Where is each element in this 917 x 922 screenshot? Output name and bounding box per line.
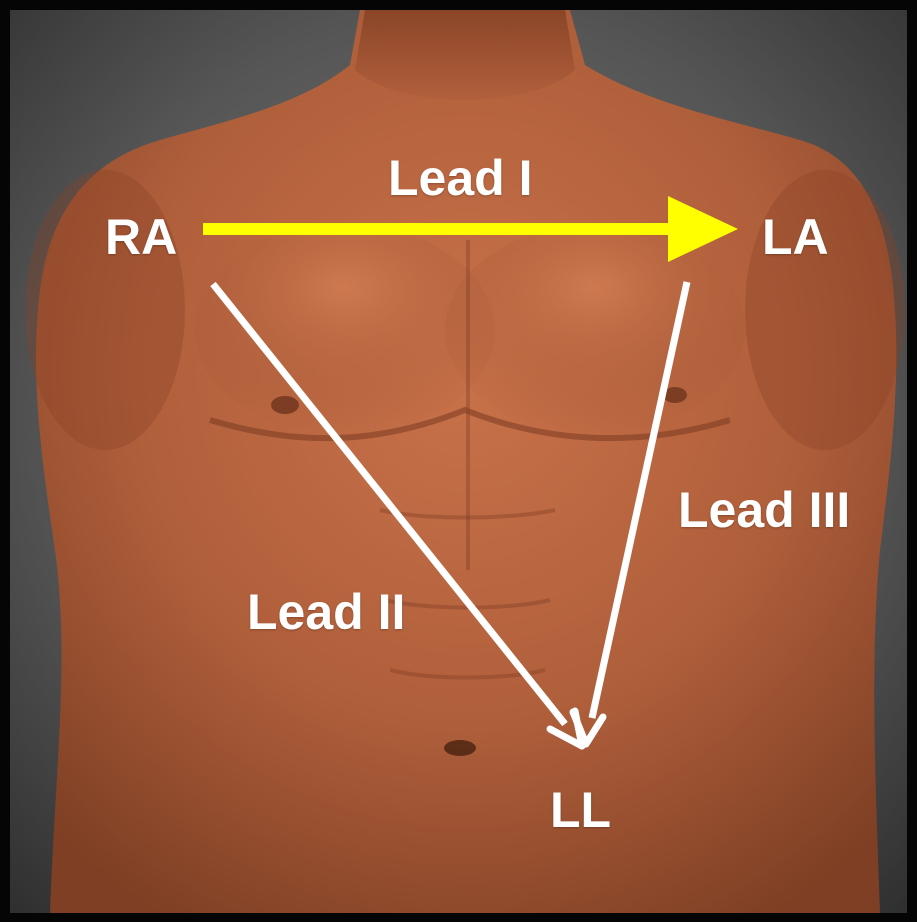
neck bbox=[355, 10, 575, 100]
electrode-label-la: LA bbox=[762, 212, 829, 262]
torso-illustration bbox=[10, 10, 907, 913]
right-nipple bbox=[271, 396, 299, 414]
lead-1-label: Lead I bbox=[388, 153, 532, 203]
electrode-label-ll: LL bbox=[550, 785, 611, 835]
electrode-label-ra: RA bbox=[105, 212, 177, 262]
torso-photo: RA LA LL Lead I Lead II Lead III bbox=[10, 10, 907, 913]
lead-3-label: Lead III bbox=[678, 485, 850, 535]
lead-2-label: Lead II bbox=[247, 587, 405, 637]
right-pectoral bbox=[445, 225, 745, 435]
navel bbox=[444, 740, 476, 756]
